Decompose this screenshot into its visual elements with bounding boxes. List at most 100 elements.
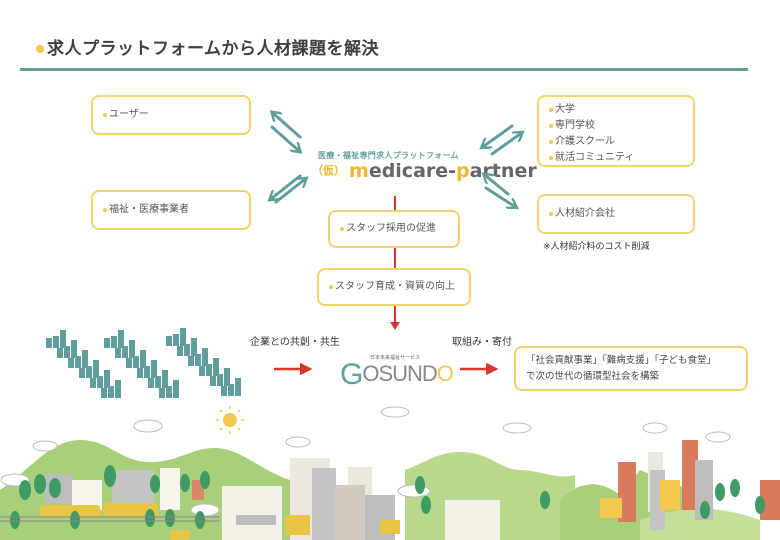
bullet-icon xyxy=(549,108,553,112)
agency-label: 人材紹介会社 xyxy=(555,208,615,219)
bullet-icon xyxy=(340,227,344,231)
building-shape xyxy=(180,328,186,346)
bullet-icon xyxy=(103,208,107,212)
building-shape xyxy=(133,356,139,368)
down-arrow-icon xyxy=(390,322,400,330)
building-shape xyxy=(60,330,66,348)
building-shape xyxy=(71,340,77,358)
exchange-arrow-icon xyxy=(484,124,520,156)
building-shape xyxy=(79,368,85,378)
building-shape xyxy=(166,386,172,398)
recruit-box: スタッフ採用の促進 xyxy=(328,210,460,248)
building-shape xyxy=(206,364,212,376)
school-item-label: 専門学校 xyxy=(555,120,595,131)
recruit-label: スタッフ採用の促進 xyxy=(346,223,436,234)
building-shape xyxy=(111,336,117,348)
training-box: スタッフ育成・資質の向上 xyxy=(317,268,471,306)
exchange-arrow-icon xyxy=(486,176,514,206)
building-shape xyxy=(166,336,172,346)
building-shape xyxy=(126,358,132,368)
building-shape xyxy=(228,384,234,396)
building-shape xyxy=(144,366,150,378)
flow-line xyxy=(394,306,396,322)
flow-line xyxy=(394,196,396,210)
companies-buildings-icon xyxy=(46,328,241,398)
building-shape xyxy=(82,350,88,368)
result-line: で次の世代の循環型社会を構築 xyxy=(526,371,660,382)
cost-note: ※人材紹介料のコスト削減 xyxy=(543,242,650,252)
building-shape xyxy=(104,338,110,348)
building-shape xyxy=(199,366,205,376)
co-creation-label: 企業との共創・共生 xyxy=(250,337,340,348)
result-box: 「社会貢献事業」「難病支援」「子ども食堂」 で次の世代の循環型社会を構築 xyxy=(514,346,748,391)
result-line: 「社会貢献事業」「難病支援」「子ども食堂」 xyxy=(526,355,717,366)
provider-label: 福祉・医療事業者 xyxy=(109,204,189,215)
school-item: 就活コミュニティ xyxy=(549,150,683,166)
bullet-icon xyxy=(549,212,553,216)
school-item-label: 介護スクール xyxy=(555,136,615,147)
exchange-arrow-icon xyxy=(272,114,300,150)
provider-box: 福祉・医療事業者 xyxy=(91,190,251,230)
school-item: 介護スクール xyxy=(549,134,683,150)
building-shape xyxy=(159,388,165,398)
exchange-arrow-icon xyxy=(272,174,304,204)
building-shape xyxy=(57,348,63,358)
building-shape xyxy=(162,370,168,388)
building-shape xyxy=(137,368,143,378)
gosundo-osund: OSUND xyxy=(362,361,437,386)
gosundo-wordmark: GOSUNDO xyxy=(340,358,454,392)
building-shape xyxy=(90,378,96,388)
building-shape xyxy=(64,346,70,358)
page-title-text: 求人プラットフォームから人材課題を解決 xyxy=(47,39,379,59)
building-shape xyxy=(108,386,114,398)
school-item-label: 大学 xyxy=(555,104,575,115)
building-shape xyxy=(129,340,135,358)
building-shape xyxy=(140,350,146,368)
building-shape xyxy=(148,378,154,388)
town-landscape-illustration xyxy=(0,406,780,540)
building-shape xyxy=(115,348,121,358)
gosundo-g: G xyxy=(340,358,363,391)
building-shape xyxy=(188,356,194,366)
schools-box: 大学 専門学校 介護スクール 就活コミュニティ xyxy=(537,95,695,167)
building-shape xyxy=(53,336,59,348)
building-shape xyxy=(104,370,110,388)
brand-m: m xyxy=(349,160,369,182)
flow-line xyxy=(394,248,396,268)
bullet-icon xyxy=(549,140,553,144)
user-label: ユーザー xyxy=(109,109,149,120)
building-shape xyxy=(184,344,190,356)
brand-p: p xyxy=(456,160,470,182)
donation-label: 取組み・寄付 xyxy=(452,337,512,348)
building-shape xyxy=(155,376,161,388)
school-item-label: 就活コミュニティ xyxy=(555,152,635,163)
page-title: 求人プラットフォームから人材課題を解決 xyxy=(36,34,379,59)
school-item: 専門学校 xyxy=(549,118,683,134)
gosundo-o: O xyxy=(436,361,454,386)
building-shape xyxy=(173,380,179,398)
title-bullet-icon xyxy=(36,45,44,53)
building-shape xyxy=(68,358,74,368)
gosundo-subtitle: 日本未来福祉サービス xyxy=(370,355,421,361)
user-box: ユーザー xyxy=(91,95,251,135)
sun-icon xyxy=(216,406,244,434)
training-label: スタッフ育成・資質の向上 xyxy=(335,281,455,292)
building-shape xyxy=(221,386,227,396)
building-shape xyxy=(202,348,208,366)
building-shape xyxy=(191,338,197,356)
building-shape xyxy=(217,374,223,386)
bullet-icon xyxy=(549,124,553,128)
building-shape xyxy=(97,376,103,388)
building-shape xyxy=(173,334,179,346)
bullet-icon xyxy=(549,156,553,160)
brand-edicare: edicare- xyxy=(368,160,457,182)
school-item: 大学 xyxy=(549,102,683,118)
building-shape xyxy=(235,378,241,396)
building-shape xyxy=(115,380,121,398)
agency-box: 人材紹介会社 xyxy=(537,194,695,234)
bullet-icon xyxy=(103,113,107,117)
building-shape xyxy=(101,388,107,398)
building-shape xyxy=(118,330,124,348)
building-shape xyxy=(46,338,52,348)
